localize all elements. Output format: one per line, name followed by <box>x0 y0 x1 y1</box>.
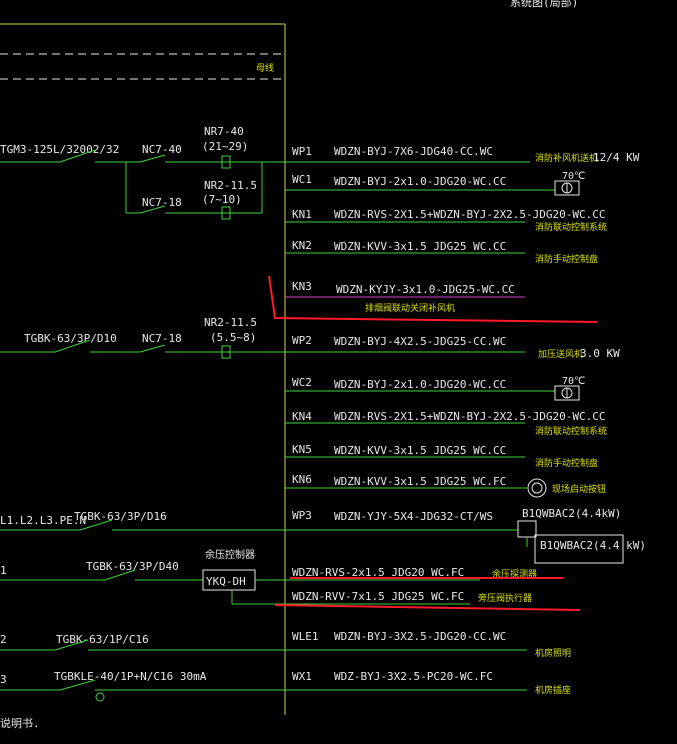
breaker-label-1: TGM3-125L/32002/32 <box>0 143 119 156</box>
damper-label-2: 70℃ <box>562 376 585 387</box>
load-label: 消防手动控制盘 <box>535 253 598 265</box>
circuit-id: WLE1 <box>292 630 319 643</box>
breaker-label-3: TGBK-63/3P/D16 <box>74 510 167 523</box>
circuit-id: WP1 <box>292 145 312 158</box>
load-label: 排烟阀联动关闭补风机 <box>365 302 455 314</box>
load-label: 旁压阀执行器 <box>478 592 532 604</box>
feed-switch-2 <box>54 339 91 353</box>
breaker-label-4: TGBK-63/3P/D40 <box>86 560 179 573</box>
header-fragment: 系统图(局部) <box>510 0 578 9</box>
relay-label-2: NR2-11.5 <box>204 179 257 192</box>
controller-box-label: YKQ-DH <box>206 575 246 588</box>
outgoing-lines <box>285 161 555 691</box>
relay-label-1: NR7-40 <box>204 125 244 138</box>
relay-range-3: (5.5~8) <box>210 331 256 344</box>
contactor-3 <box>139 344 166 353</box>
cable-spec: WDZN-BYJ-4X2.5-JDG25-CC.WC <box>334 335 506 348</box>
feed-switch-6 <box>59 679 96 691</box>
circuit-id: KN3 <box>292 280 312 293</box>
cable-spec: WDZN-RVS-2X1.5+WDZN-BYJ-2X2.5-JDG20-WC.C… <box>334 208 606 221</box>
contactor-1 <box>139 154 166 163</box>
rating-wp1: 12/4 KW <box>593 151 640 164</box>
circuit-id: WP3 <box>292 509 312 522</box>
cable-specs: WDZN-BYJ-7X6-JDG40-CC.WC WDZN-BYJ-2x1.0-… <box>292 145 606 683</box>
wp3-fan-box-1 <box>517 520 537 538</box>
cable-spec: WDZN-KVV-3x1.5 JDG25 WC.FC <box>334 475 506 488</box>
feed-switch-5 <box>54 639 89 651</box>
left-fragment-1: 1 <box>0 564 7 577</box>
rcd-symbol <box>95 692 105 702</box>
red-markups <box>268 275 598 611</box>
contactor-label-1: NC7-40 <box>142 143 182 156</box>
left-fragment-3: 3 <box>0 673 7 686</box>
circuit-ids: WP1 WC1 KN1 KN2 KN3 WP2 WC2 KN4 KN5 KN6 … <box>292 145 319 683</box>
wp3-fan-2-label: B1QWBAC2(4.4 kW) <box>540 539 646 552</box>
breaker-label-2: TGBK-63/3P/D10 <box>24 332 117 345</box>
relay-range-1: (21~29) <box>202 140 248 153</box>
circuit-id: KN5 <box>292 443 312 456</box>
contactor-2 <box>139 205 166 214</box>
load-label: 机房插座 <box>535 684 571 696</box>
circuit-id: WP2 <box>292 334 312 347</box>
load-labels: 消防补风机送机 消防联动控制系统 消防手动控制盘 排烟阀联动关闭补风机 加压送风… <box>365 152 607 696</box>
relay-label-3: NR2-11.5 <box>204 316 257 329</box>
load-label: 机房照明 <box>535 647 571 659</box>
circuit-id: KN6 <box>292 473 312 486</box>
breaker-label-6: TGBKLE-40/1P+N/C16 30mA <box>54 670 207 683</box>
damper-symbol-2 <box>554 385 580 401</box>
wp3-fan-box-2 <box>534 534 624 564</box>
cable-spec: WDZ-BYJ-3X2.5-PC20-WC.FC <box>334 670 493 683</box>
push-button-inner <box>531 482 543 494</box>
push-button-outer <box>527 478 547 498</box>
damper-label-1: 70℃ <box>562 171 585 182</box>
feed-switch-4 <box>104 569 136 581</box>
thermal-relay-2 <box>221 206 231 220</box>
cable-spec: WDZN-BYJ-7X6-JDG40-CC.WC <box>334 145 493 158</box>
load-label: 消防补风机送机 <box>535 152 598 164</box>
controller-title: 余压控制器 <box>205 548 255 561</box>
relay-range-2: (7~10) <box>202 193 242 206</box>
phase-label: L1.L2.L3.PE.N <box>0 514 86 527</box>
load-label: 消防联动控制系统 <box>535 425 607 437</box>
circuit-id: WX1 <box>292 670 312 683</box>
circuit-id: KN4 <box>292 410 312 423</box>
contactor-label-3: NC7-18 <box>142 332 182 345</box>
cable-spec: WDZN-BYJ-2x1.0-JDG20-WC.CC <box>334 378 506 391</box>
circuit-id: KN2 <box>292 239 312 252</box>
circuit-id: WC1 <box>292 173 312 186</box>
busbar-label: 母线 <box>256 62 274 74</box>
cable-spec: WDZN-BYJ-2x1.0-JDG20-WC.CC <box>334 175 506 188</box>
cable-spec: WDZN-KYJY-3x1.0-JDG25-WC.CC <box>336 283 515 296</box>
contactor-label-2: NC7-18 <box>142 196 182 209</box>
thermal-relay-3 <box>221 345 231 359</box>
damper-symbol-1 <box>554 180 580 196</box>
cable-spec: WDZN-YJY-5X4-JDG32-CT/WS <box>334 510 493 523</box>
thermal-relay-1 <box>221 155 231 169</box>
cable-spec: WDZN-KVV-3x1.5 JDG25 WC.CC <box>334 444 506 457</box>
circuit-id: KN1 <box>292 208 312 221</box>
cable-spec: WDZN-RVV-7x1.5 JDG25 WC.FC <box>292 590 464 603</box>
cable-spec: WDZN-BYJ-3X2.5-JDG20-CC.WC <box>334 630 506 643</box>
load-label: 消防手动控制盘 <box>535 457 598 469</box>
wp3-fan-1-label: B1QWBAC2(4.4kW) <box>522 507 621 520</box>
load-label: 加压送风机 <box>538 348 583 360</box>
red-mark-kn3 <box>268 275 598 323</box>
feed-switch-1 <box>59 149 96 163</box>
left-fragment-2: 2 <box>0 633 7 646</box>
load-label: 消防联动控制系统 <box>535 221 607 233</box>
red-mark-actuator <box>274 604 581 611</box>
feed-switch-3 <box>79 519 113 531</box>
load-label: 现场启动按钮 <box>552 483 606 495</box>
footer-fragment: 说明书. <box>0 716 40 730</box>
circuit-id: WC2 <box>292 376 312 389</box>
cable-spec: WDZN-KVV-3x1.5 JDG25 WC.CC <box>334 240 506 253</box>
cable-spec: WDZN-RVS-2x1.5 JDG20 WC.FC <box>292 566 464 579</box>
breaker-label-5: TGBK-63/1P/C16 <box>56 633 149 646</box>
cable-spec: WDZN-RVS-2X1.5+WDZN-BYJ-2X2.5-JDG20-WC.C… <box>334 410 606 423</box>
rating-wp2: 3.0 KW <box>580 347 620 360</box>
